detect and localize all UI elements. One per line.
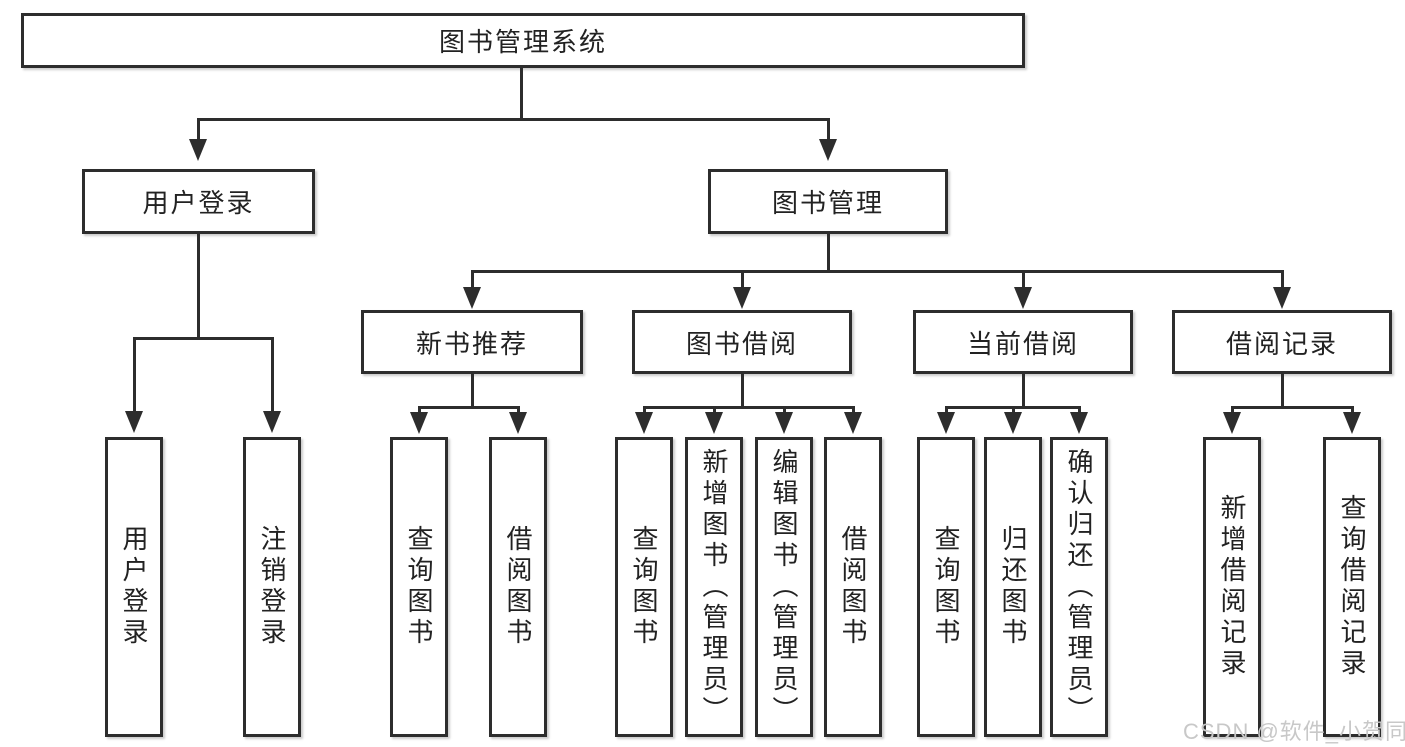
arrow-down-icon (1014, 287, 1032, 309)
arrow-down-icon (463, 287, 481, 309)
connector-user-drop (197, 118, 200, 139)
leaf-query-borrow-record: 查询借阅记录 (1323, 437, 1381, 737)
arrow-down-icon (125, 411, 143, 433)
leaf-return-book-label: 归还图书 (998, 525, 1028, 649)
connector-g3-c2-drop (1012, 406, 1015, 412)
node-borrowing-records: 借阅记录 (1172, 310, 1392, 374)
arrow-down-icon (1070, 412, 1088, 434)
connector-group3-drop (1022, 270, 1025, 287)
connector-user-child2-drop (271, 337, 274, 411)
connector-user-child1-drop (133, 337, 136, 411)
leaf-query-books-recommend-label: 查询图书 (404, 525, 434, 649)
connector-g4-stem (1281, 374, 1284, 406)
connector-g2-bar (643, 406, 854, 409)
leaf-borrow-books-recommend-label: 借阅图书 (503, 525, 533, 649)
connector-g4-c2-drop (1351, 406, 1354, 412)
leaf-add-book-admin-label: 新增图书（管理员） (699, 447, 729, 727)
arrow-down-icon (937, 412, 955, 434)
connector-g4-c1-drop (1231, 406, 1234, 412)
arrow-down-icon (1343, 412, 1361, 434)
connector-group2-drop (741, 270, 744, 287)
arrow-down-icon (1273, 287, 1291, 309)
connector-g2-c1-drop (643, 406, 646, 412)
connector-user-stem (197, 234, 200, 337)
node-current-borrowing-label: 当前借阅 (966, 328, 1079, 359)
connector-root-stem (520, 68, 523, 118)
arrow-down-icon (733, 287, 751, 309)
connector-book-stem (827, 234, 830, 270)
arrow-down-icon (509, 412, 527, 434)
node-user-login-label: 用户登录 (142, 188, 255, 218)
node-library-system: 图书管理系统 (21, 13, 1025, 68)
connector-g3-c3-drop (1078, 406, 1081, 412)
arrow-down-icon (263, 411, 281, 433)
node-new-book-recommendation: 新书推荐 (361, 310, 583, 374)
connector-group4-drop (1281, 270, 1284, 287)
leaf-add-borrow-record: 新增借阅记录 (1203, 437, 1261, 737)
leaf-borrow-books-borrow: 借阅图书 (824, 437, 882, 737)
leaf-add-book-admin: 新增图书（管理员） (685, 437, 743, 737)
node-book-management-label: 图书管理 (771, 188, 884, 218)
csdn-watermark: CSDN @软件_小贺同学 (1183, 719, 1405, 744)
connector-g2-stem (741, 374, 744, 406)
connector-g2-c4-drop (852, 406, 855, 412)
leaf-borrow-books-recommend: 借阅图书 (489, 437, 547, 737)
node-book-borrowing-label: 图书借阅 (685, 328, 798, 359)
connector-g4-bar (1231, 406, 1353, 409)
node-new-book-recommendation-label: 新书推荐 (415, 328, 528, 359)
connector-g2-c2-drop (713, 406, 716, 412)
leaf-user-login: 用户登录 (105, 437, 163, 737)
connector-g1-c2-drop (517, 406, 520, 412)
connector-g1-bar (418, 406, 519, 409)
arrow-down-icon (635, 412, 653, 434)
arrow-down-icon (189, 139, 207, 161)
leaf-edit-book-admin-label: 编辑图书（管理员） (769, 447, 799, 727)
connector-group1-drop (471, 270, 474, 287)
connector-level1-bar (197, 118, 830, 121)
connector-g3-c1-drop (945, 406, 948, 412)
node-book-management: 图书管理 (708, 169, 948, 234)
connector-g3-stem (1022, 374, 1025, 406)
leaf-logout-label: 注销登录 (257, 525, 287, 649)
leaf-query-books-borrow-label: 查询图书 (629, 525, 659, 649)
leaf-confirm-return-admin: 确认归还（管理员） (1050, 437, 1108, 737)
leaf-query-books-current: 查询图书 (917, 437, 975, 737)
node-current-borrowing: 当前借阅 (913, 310, 1133, 374)
connector-g2-c3-drop (783, 406, 786, 412)
leaf-edit-book-admin: 编辑图书（管理员） (755, 437, 813, 737)
connector-user-bar (133, 337, 273, 340)
arrow-down-icon (844, 412, 862, 434)
leaf-query-books-current-label: 查询图书 (931, 525, 961, 649)
arrow-down-icon (1223, 412, 1241, 434)
arrow-down-icon (705, 412, 723, 434)
leaf-query-books-recommend: 查询图书 (390, 437, 448, 737)
connector-g1-stem (471, 374, 474, 406)
leaf-confirm-return-admin-label: 确认归还（管理员） (1064, 447, 1094, 727)
leaf-logout: 注销登录 (243, 437, 301, 737)
node-user-login: 用户登录 (82, 169, 315, 234)
leaf-add-borrow-record-label: 新增借阅记录 (1217, 494, 1247, 680)
leaf-user-login-label: 用户登录 (119, 525, 149, 649)
leaf-return-book: 归还图书 (984, 437, 1042, 737)
node-book-borrowing: 图书借阅 (632, 310, 852, 374)
connector-book-bar (471, 270, 1284, 273)
arrow-down-icon (1004, 412, 1022, 434)
node-library-system-label: 图书管理系统 (438, 27, 607, 57)
node-borrowing-records-label: 借阅记录 (1225, 328, 1338, 359)
connector-book-drop (827, 118, 830, 139)
arrow-down-icon (819, 139, 837, 161)
leaf-query-borrow-record-label: 查询借阅记录 (1337, 494, 1367, 680)
arrow-down-icon (410, 412, 428, 434)
leaf-query-books-borrow: 查询图书 (615, 437, 673, 737)
leaf-borrow-books-borrow-label: 借阅图书 (838, 525, 868, 649)
arrow-down-icon (775, 412, 793, 434)
connector-g1-c1-drop (418, 406, 421, 412)
